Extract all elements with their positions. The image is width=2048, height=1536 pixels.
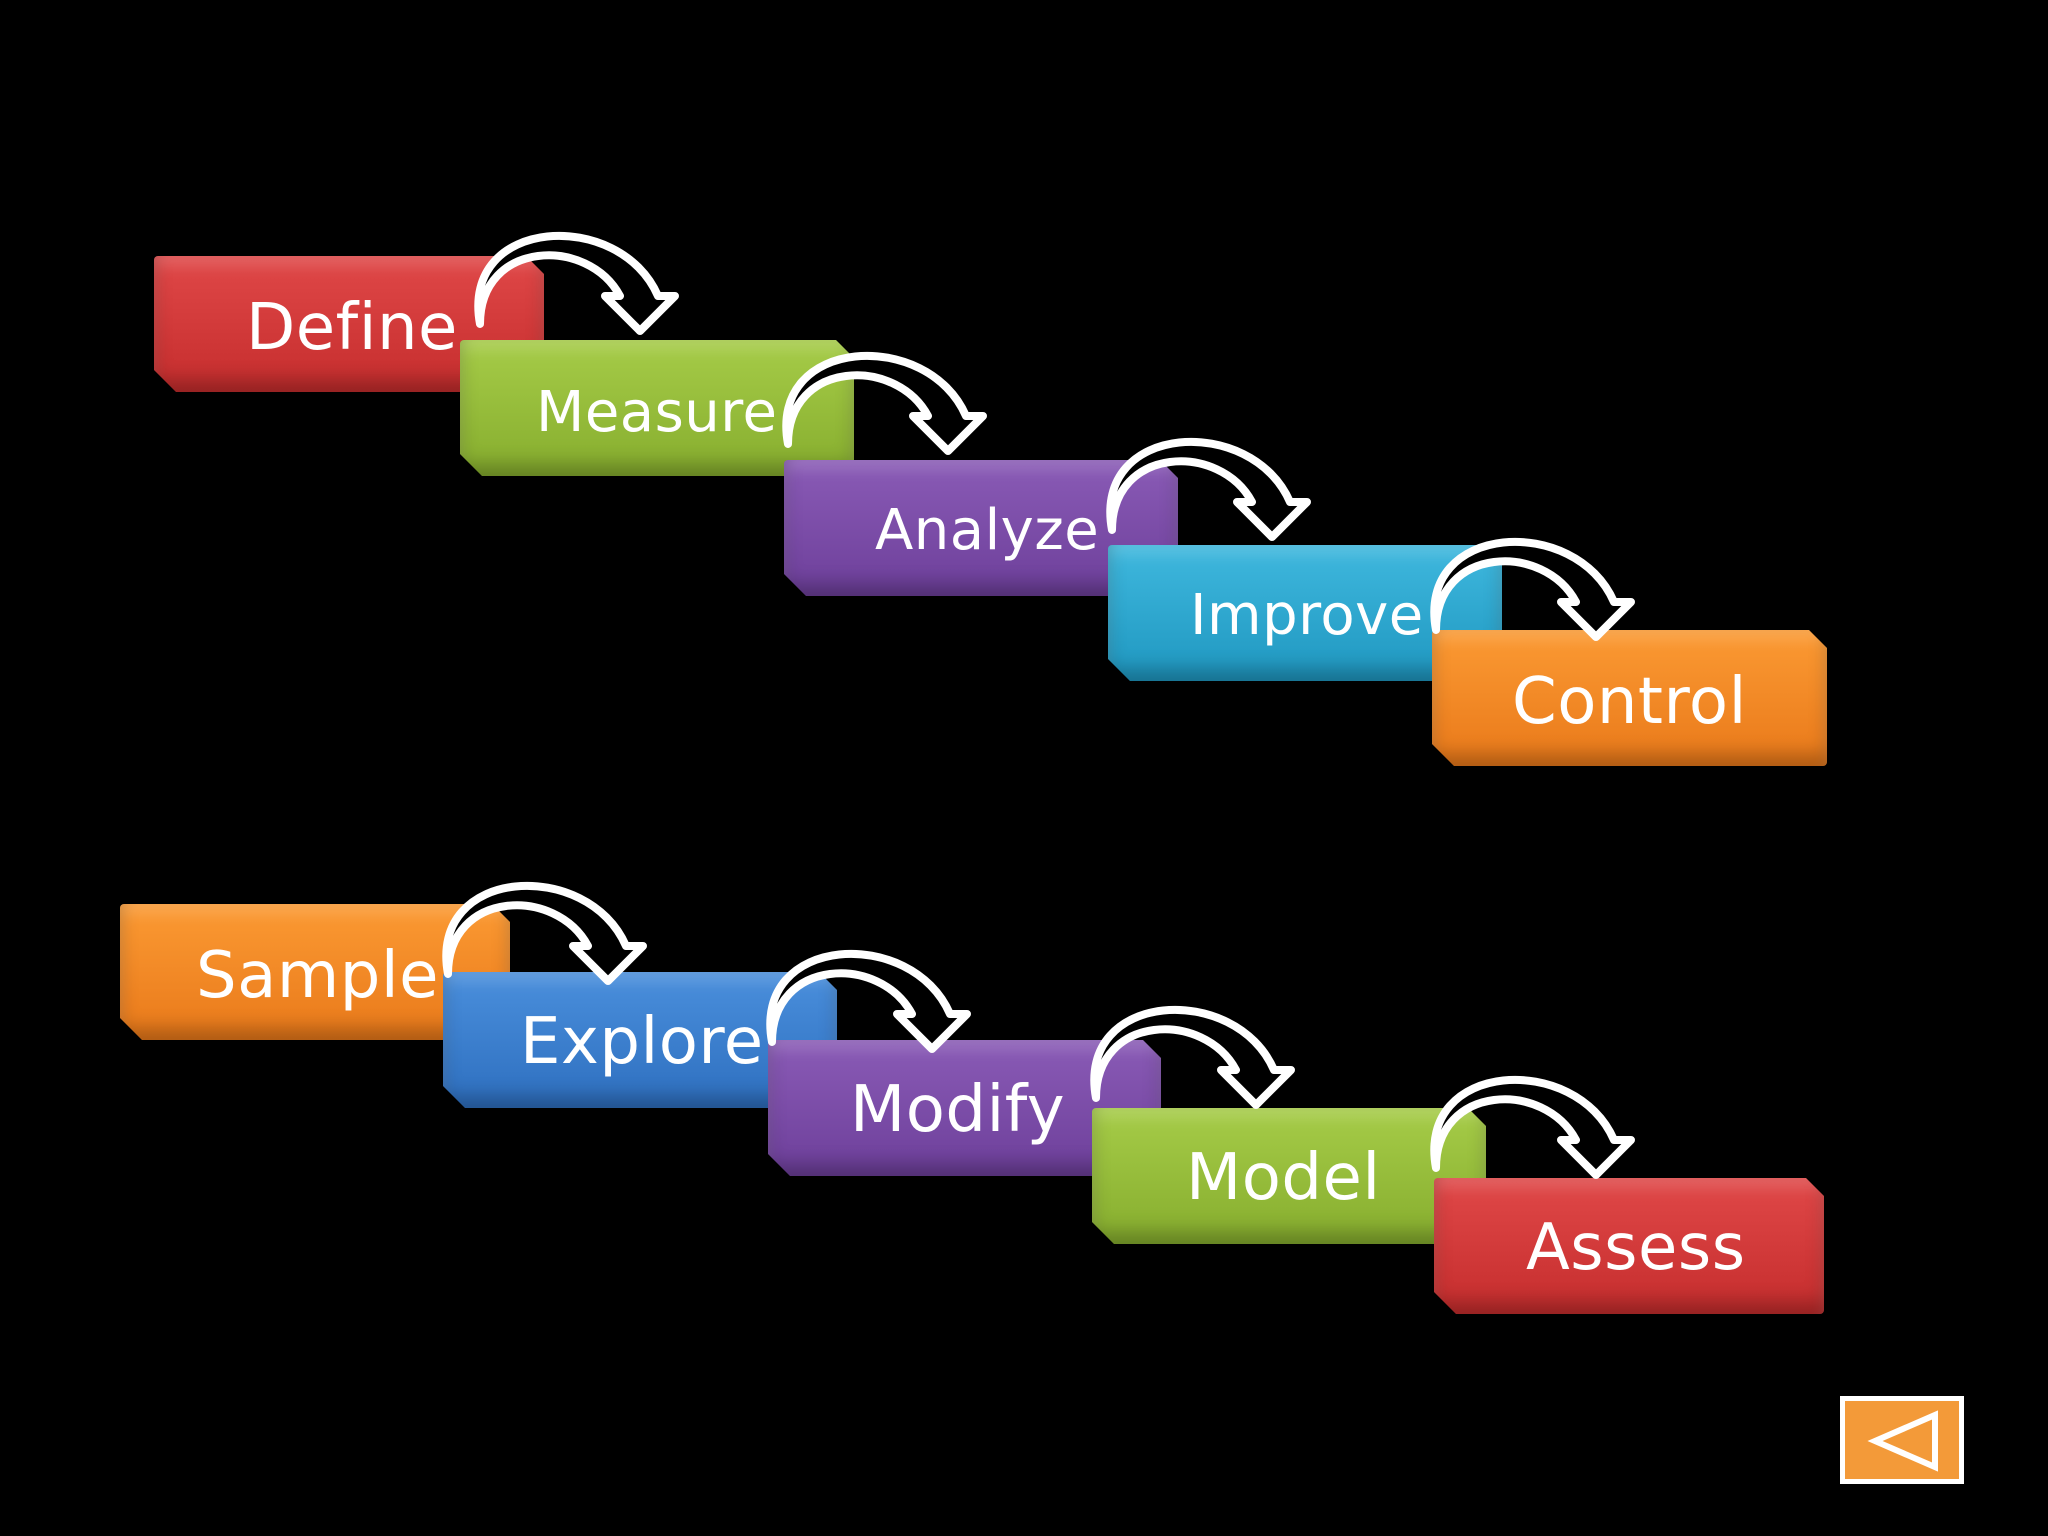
curved-arrow-icon xyxy=(782,351,987,455)
step-assess-label: Assess xyxy=(1526,1211,1746,1285)
step-modify-label: Modify xyxy=(850,1073,1066,1147)
step-improve-label: Improve xyxy=(1190,583,1424,648)
step-model-label: Model xyxy=(1186,1141,1381,1215)
curved-arrow-icon xyxy=(1430,537,1635,641)
step-explore-label: Explore xyxy=(520,1005,764,1079)
step-assess xyxy=(1434,1178,1824,1314)
back-button[interactable] xyxy=(1840,1396,1964,1484)
curved-arrow-icon xyxy=(474,231,679,335)
curved-arrow-icon xyxy=(442,881,647,985)
step-define-label: Define xyxy=(246,291,458,365)
curved-arrow-icon xyxy=(766,949,971,1053)
step-control-label: Control xyxy=(1512,665,1747,739)
step-measure-label: Measure xyxy=(536,380,778,445)
step-control xyxy=(1432,630,1827,766)
step-sample-label: Sample xyxy=(196,939,439,1013)
curved-arrow-icon xyxy=(1090,1005,1295,1109)
step-model xyxy=(1092,1108,1486,1244)
back-triangle-icon xyxy=(1867,1410,1938,1472)
curved-arrow-icon xyxy=(1430,1075,1635,1179)
curved-arrow-icon xyxy=(1106,437,1311,541)
step-analyze-label: Analyze xyxy=(875,498,1100,563)
